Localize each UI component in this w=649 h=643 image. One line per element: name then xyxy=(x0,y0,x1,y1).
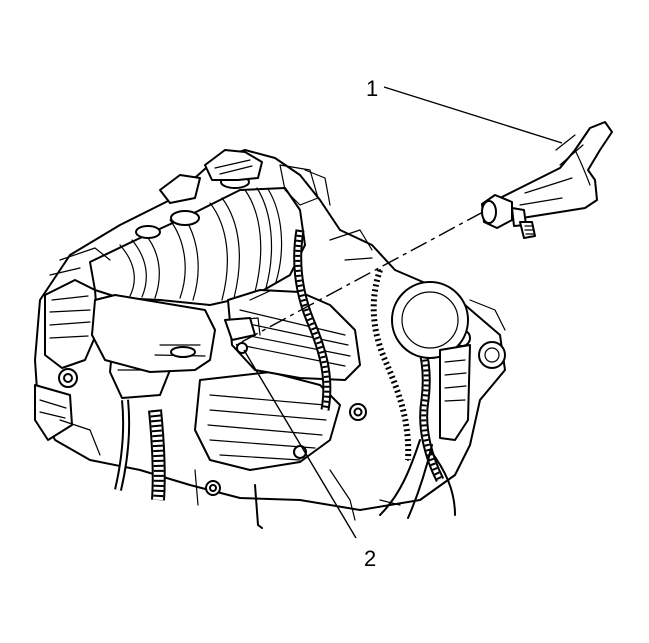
alignment-line xyxy=(235,211,484,346)
engine-assembly xyxy=(34,149,506,529)
callout-2-label: 2 xyxy=(364,546,376,571)
callout-2: 2 xyxy=(243,349,376,571)
callout-1-leader xyxy=(383,86,563,144)
sensor-with-harness xyxy=(481,121,613,239)
callout-1: 1 xyxy=(366,76,563,144)
callout-1-label: 1 xyxy=(366,76,378,101)
callout-2-leader xyxy=(243,349,357,539)
